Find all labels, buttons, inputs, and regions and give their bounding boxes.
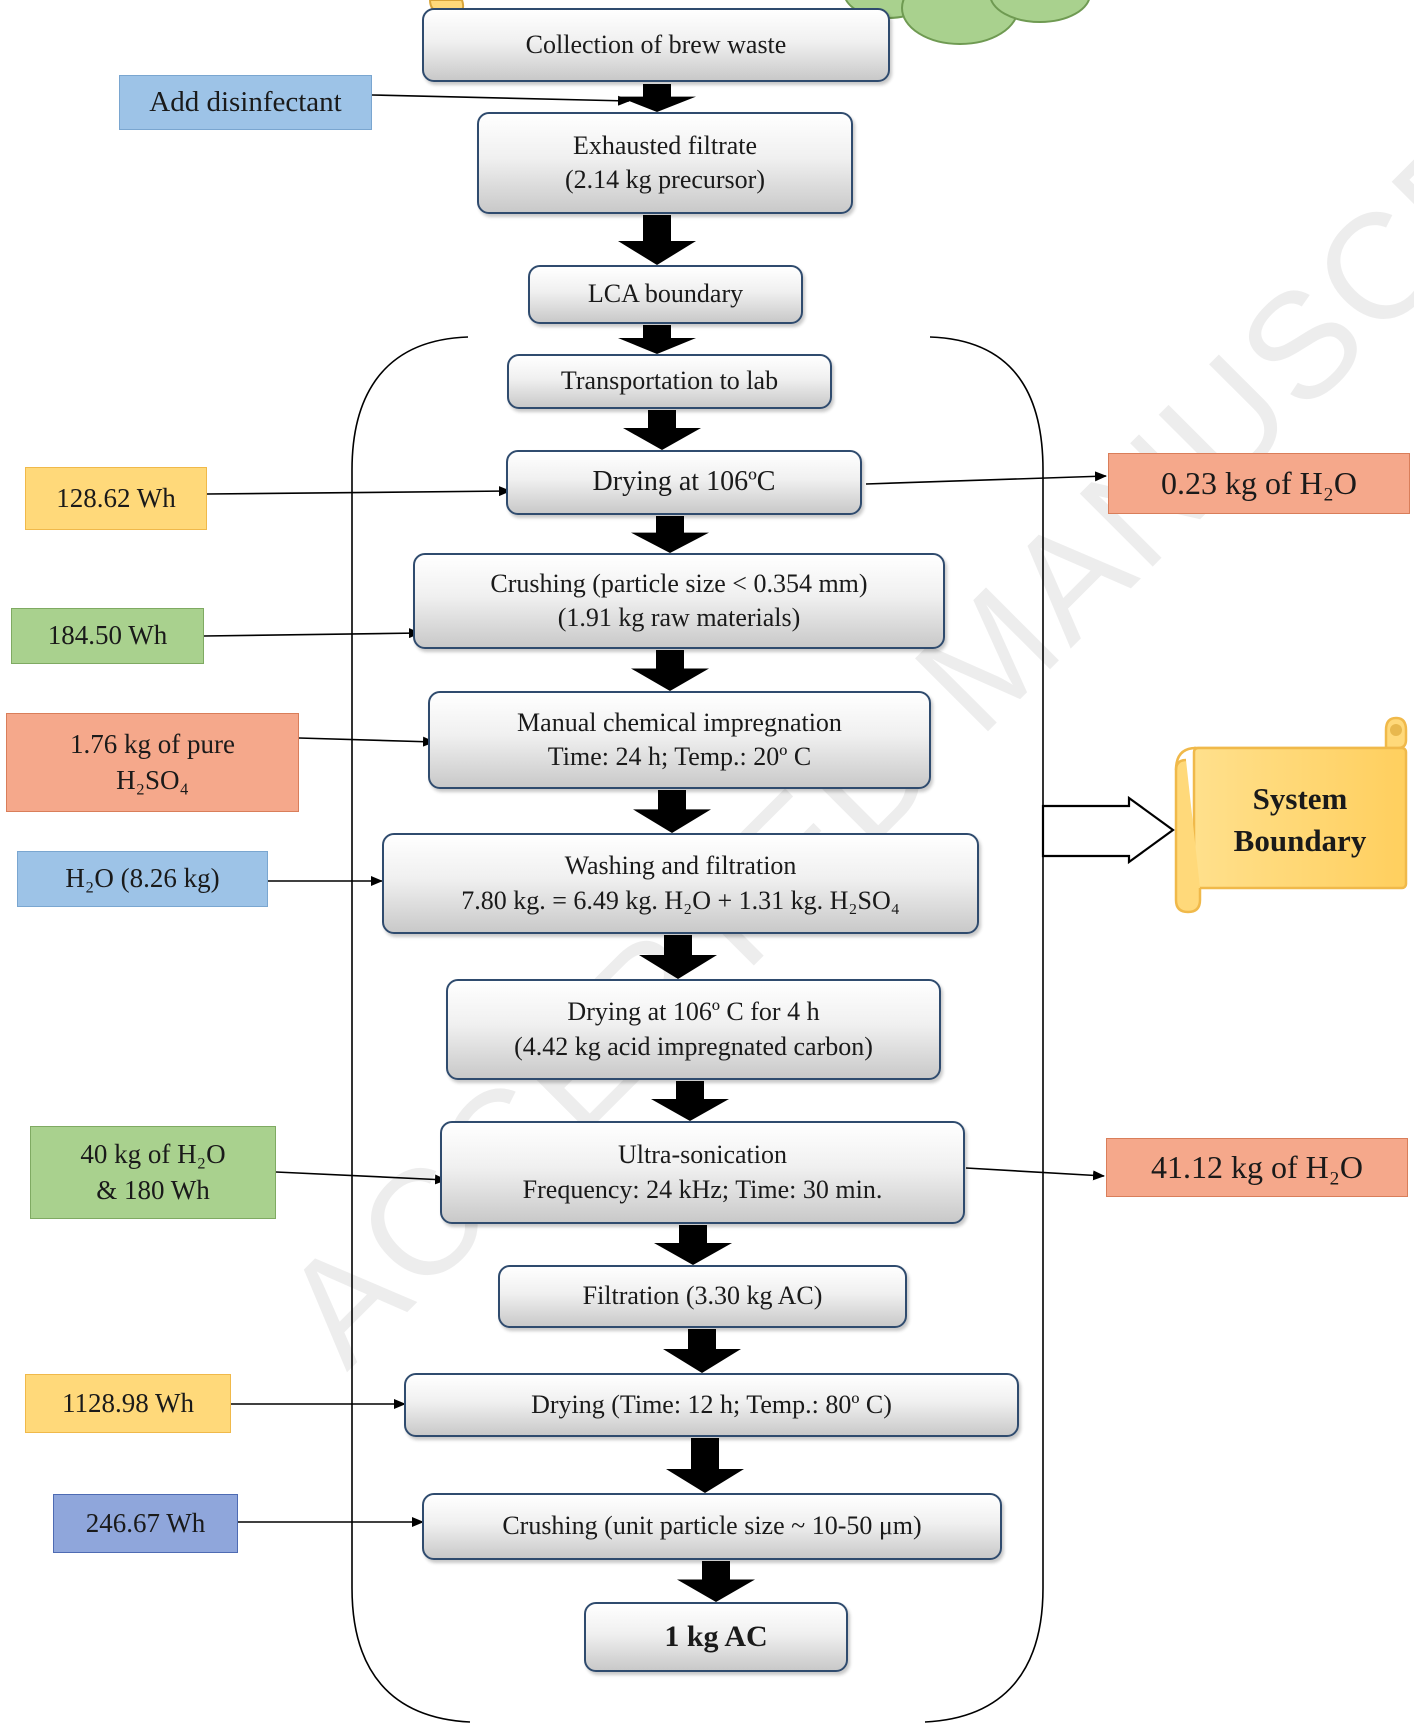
step-sonication-line2: Frequency: 24 kHz; Time: 30 min. bbox=[522, 1174, 883, 1204]
down-arrow-icon bbox=[623, 410, 701, 450]
step-filtration-text: Filtration (3.30 kg AC) bbox=[582, 1281, 823, 1311]
step-lca-boundary: LCA boundary bbox=[528, 265, 803, 324]
down-arrow-icon bbox=[618, 325, 696, 354]
input-acid-line2: H₂SO₄ bbox=[116, 764, 189, 795]
input-energy-crushing1-text: 184.50 Wh bbox=[47, 620, 168, 651]
step-ultra-sonication: Ultra-sonication Frequency: 24 kHz; Time… bbox=[440, 1121, 965, 1224]
input-sonication-line2: & 180 Wh bbox=[96, 1174, 210, 1205]
down-arrow-icon bbox=[666, 1438, 744, 1493]
step-drying-3: Drying (Time: 12 h; Temp.: 80º C) bbox=[404, 1373, 1019, 1437]
step-transport-text: Transportation to lab bbox=[560, 366, 779, 396]
step-final-text: 1 kg AC bbox=[664, 1620, 768, 1654]
input-energy-drying1-text: 128.62 Wh bbox=[56, 482, 176, 513]
output-water-drying1-text: 0.23 kg of H₂O bbox=[1160, 465, 1358, 502]
input-water-wash: H₂O (8.26 kg) bbox=[17, 851, 268, 907]
input-energy-crushing2-text: 246.67 Wh bbox=[85, 1507, 206, 1538]
step-impregnation-line2: Time: 24 h; Temp.: 20º C bbox=[547, 742, 812, 771]
input-acid-line1: 1.76 kg of pure bbox=[70, 728, 235, 759]
output-water-sonication-text: 41.12 kg of H₂O bbox=[1150, 1149, 1364, 1186]
step-collection-text: Collection of brew waste bbox=[525, 29, 787, 59]
step-drying-2: Drying at 106º C for 4 h (4.42 kg acid i… bbox=[446, 979, 941, 1080]
step-exhausted-line1: Exhausted filtrate bbox=[572, 130, 758, 160]
input-energy-crushing1: 184.50 Wh bbox=[11, 608, 204, 664]
step-drying1-text: Drying at 106ºC bbox=[592, 466, 776, 498]
output-water-sonication: 41.12 kg of H₂O bbox=[1106, 1138, 1408, 1197]
down-arrow-icon bbox=[618, 84, 696, 112]
step-washing: Washing and filtration 7.80 kg. = 6.49 k… bbox=[382, 833, 979, 934]
step-sonication-line1: Ultra-sonication bbox=[618, 1140, 787, 1170]
input-water-energy-sonication: 40 kg of H₂O & 180 Wh bbox=[30, 1126, 276, 1219]
input-water-wash-text: H₂O (8.26 kg) bbox=[65, 863, 220, 894]
system-boundary-line1: System bbox=[1252, 781, 1348, 817]
down-arrow-icon bbox=[631, 516, 709, 553]
step-drying-1: Drying at 106ºC bbox=[506, 450, 862, 515]
system-boundary-line2: Boundary bbox=[1233, 823, 1367, 858]
input-energy-drying1: 128.62 Wh bbox=[25, 467, 207, 530]
down-arrow-icon bbox=[677, 1561, 755, 1602]
system-boundary-label: System Boundary bbox=[1194, 760, 1406, 880]
step-impregnation-line1: Manual chemical impregnation bbox=[517, 707, 842, 737]
step-transportation: Transportation to lab bbox=[507, 354, 832, 409]
step-filtration: Filtration (3.30 kg AC) bbox=[498, 1265, 907, 1328]
step-exhausted-filtrate: Exhausted filtrate (2.14 kg precursor) bbox=[477, 112, 853, 214]
step-drying3-text: Drying (Time: 12 h; Temp.: 80º C) bbox=[531, 1389, 892, 1419]
input-energy-drying3: 1128.98 Wh bbox=[25, 1374, 231, 1433]
down-arrow-icon bbox=[631, 650, 709, 691]
input-sonication-line1: 40 kg of H₂O bbox=[80, 1138, 226, 1169]
step-impregnation: Manual chemical impregnation Time: 24 h;… bbox=[428, 691, 931, 789]
step-crushing2-text: Crushing (unit particle size ~ 10-50 μm) bbox=[502, 1511, 922, 1541]
down-arrow-icon bbox=[654, 1225, 732, 1265]
step-exhausted-line2: (2.14 kg precursor) bbox=[565, 165, 765, 194]
output-water-drying1: 0.23 kg of H₂O bbox=[1108, 453, 1410, 514]
input-disinfectant: Add disinfectant bbox=[119, 75, 372, 130]
step-washing-line1: Washing and filtration bbox=[564, 851, 797, 881]
step-crushing-1: Crushing (particle size < 0.354 mm) (1.9… bbox=[413, 553, 945, 649]
step-collection: Collection of brew waste bbox=[422, 8, 890, 82]
input-disinfectant-text: Add disinfectant bbox=[149, 86, 342, 119]
step-drying2-line1: Drying at 106º C for 4 h bbox=[567, 997, 820, 1027]
input-acid: 1.76 kg of pure H₂SO₄ bbox=[6, 713, 299, 812]
step-washing-line2: 7.80 kg. = 6.49 kg. H₂O + 1.31 kg. H₂SO₄ bbox=[461, 885, 900, 915]
step-drying2-line2: (4.42 kg acid impregnated carbon) bbox=[514, 1031, 873, 1061]
down-arrow-icon bbox=[663, 1329, 741, 1373]
step-final-product: 1 kg AC bbox=[584, 1602, 848, 1672]
input-energy-drying3-text: 1128.98 Wh bbox=[62, 1387, 194, 1418]
hollow-arrow-icon bbox=[1041, 795, 1175, 865]
step-crushing1-line1: Crushing (particle size < 0.354 mm) bbox=[490, 568, 868, 598]
down-arrow-icon bbox=[618, 215, 696, 265]
step-crushing-2: Crushing (unit particle size ~ 10-50 μm) bbox=[422, 1493, 1002, 1560]
step-lca-text: LCA boundary bbox=[587, 279, 744, 309]
input-energy-crushing2: 246.67 Wh bbox=[53, 1494, 238, 1553]
step-crushing1-line2: (1.91 kg raw materials) bbox=[557, 603, 801, 632]
